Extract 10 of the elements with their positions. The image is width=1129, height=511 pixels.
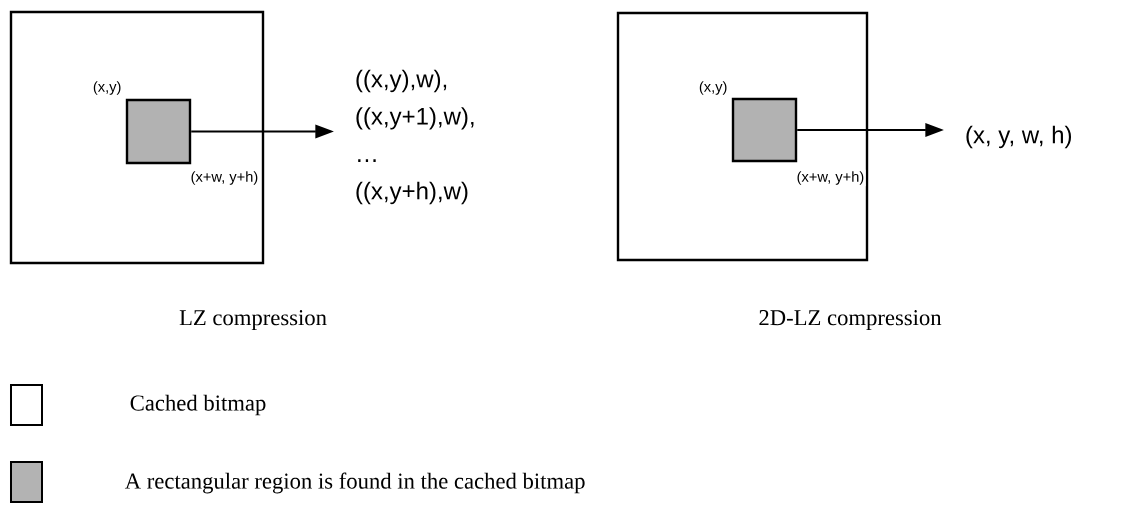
bitmap-square xyxy=(616,11,869,262)
bitmap-square xyxy=(9,10,265,265)
tuple-list: ((x,y),w), ((x,y+1),w), … ((x,y+h),w) xyxy=(356,69,474,205)
highlight-square xyxy=(731,97,798,163)
tuple-text: (x, y, w, h) xyxy=(966,125,1071,149)
legend-text: A rectangular region is found in the cached bitmap xyxy=(124,472,585,494)
panel-caption: LZ compression xyxy=(179,310,327,330)
legend-text: Cached bitmap xyxy=(130,394,266,416)
highlight-square xyxy=(125,98,192,165)
panel-caption: 2D-LZ compression xyxy=(759,310,942,330)
